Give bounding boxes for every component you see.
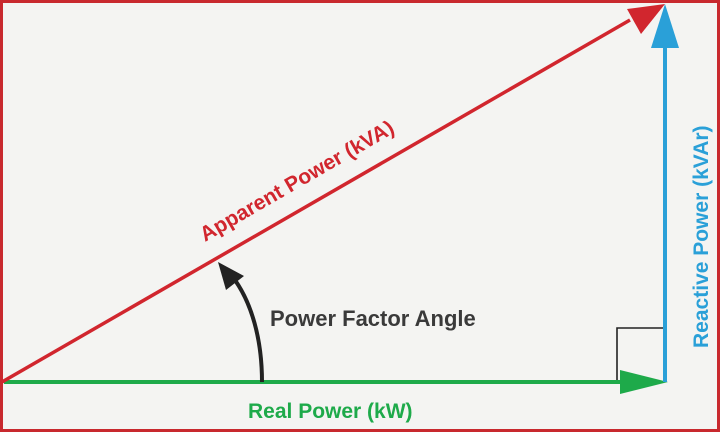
reactive-power-arrowhead (651, 4, 679, 48)
apparent-power-arrowhead (627, 4, 665, 34)
apparent-power-label: Apparent Power (kVA) (196, 116, 398, 246)
apparent-power-line (1, 18, 631, 384)
power-factor-angle-arc (230, 274, 264, 383)
real-power-arrowhead (620, 370, 668, 394)
power-factor-angle-arrowhead (218, 262, 244, 290)
power-factor-angle-label: Power Factor Angle (270, 306, 476, 331)
reactive-power-label: Reactive Power (kVAr) (690, 125, 713, 348)
right-angle-marker (616, 327, 667, 380)
real-power-label: Real Power (kW) (248, 400, 413, 423)
